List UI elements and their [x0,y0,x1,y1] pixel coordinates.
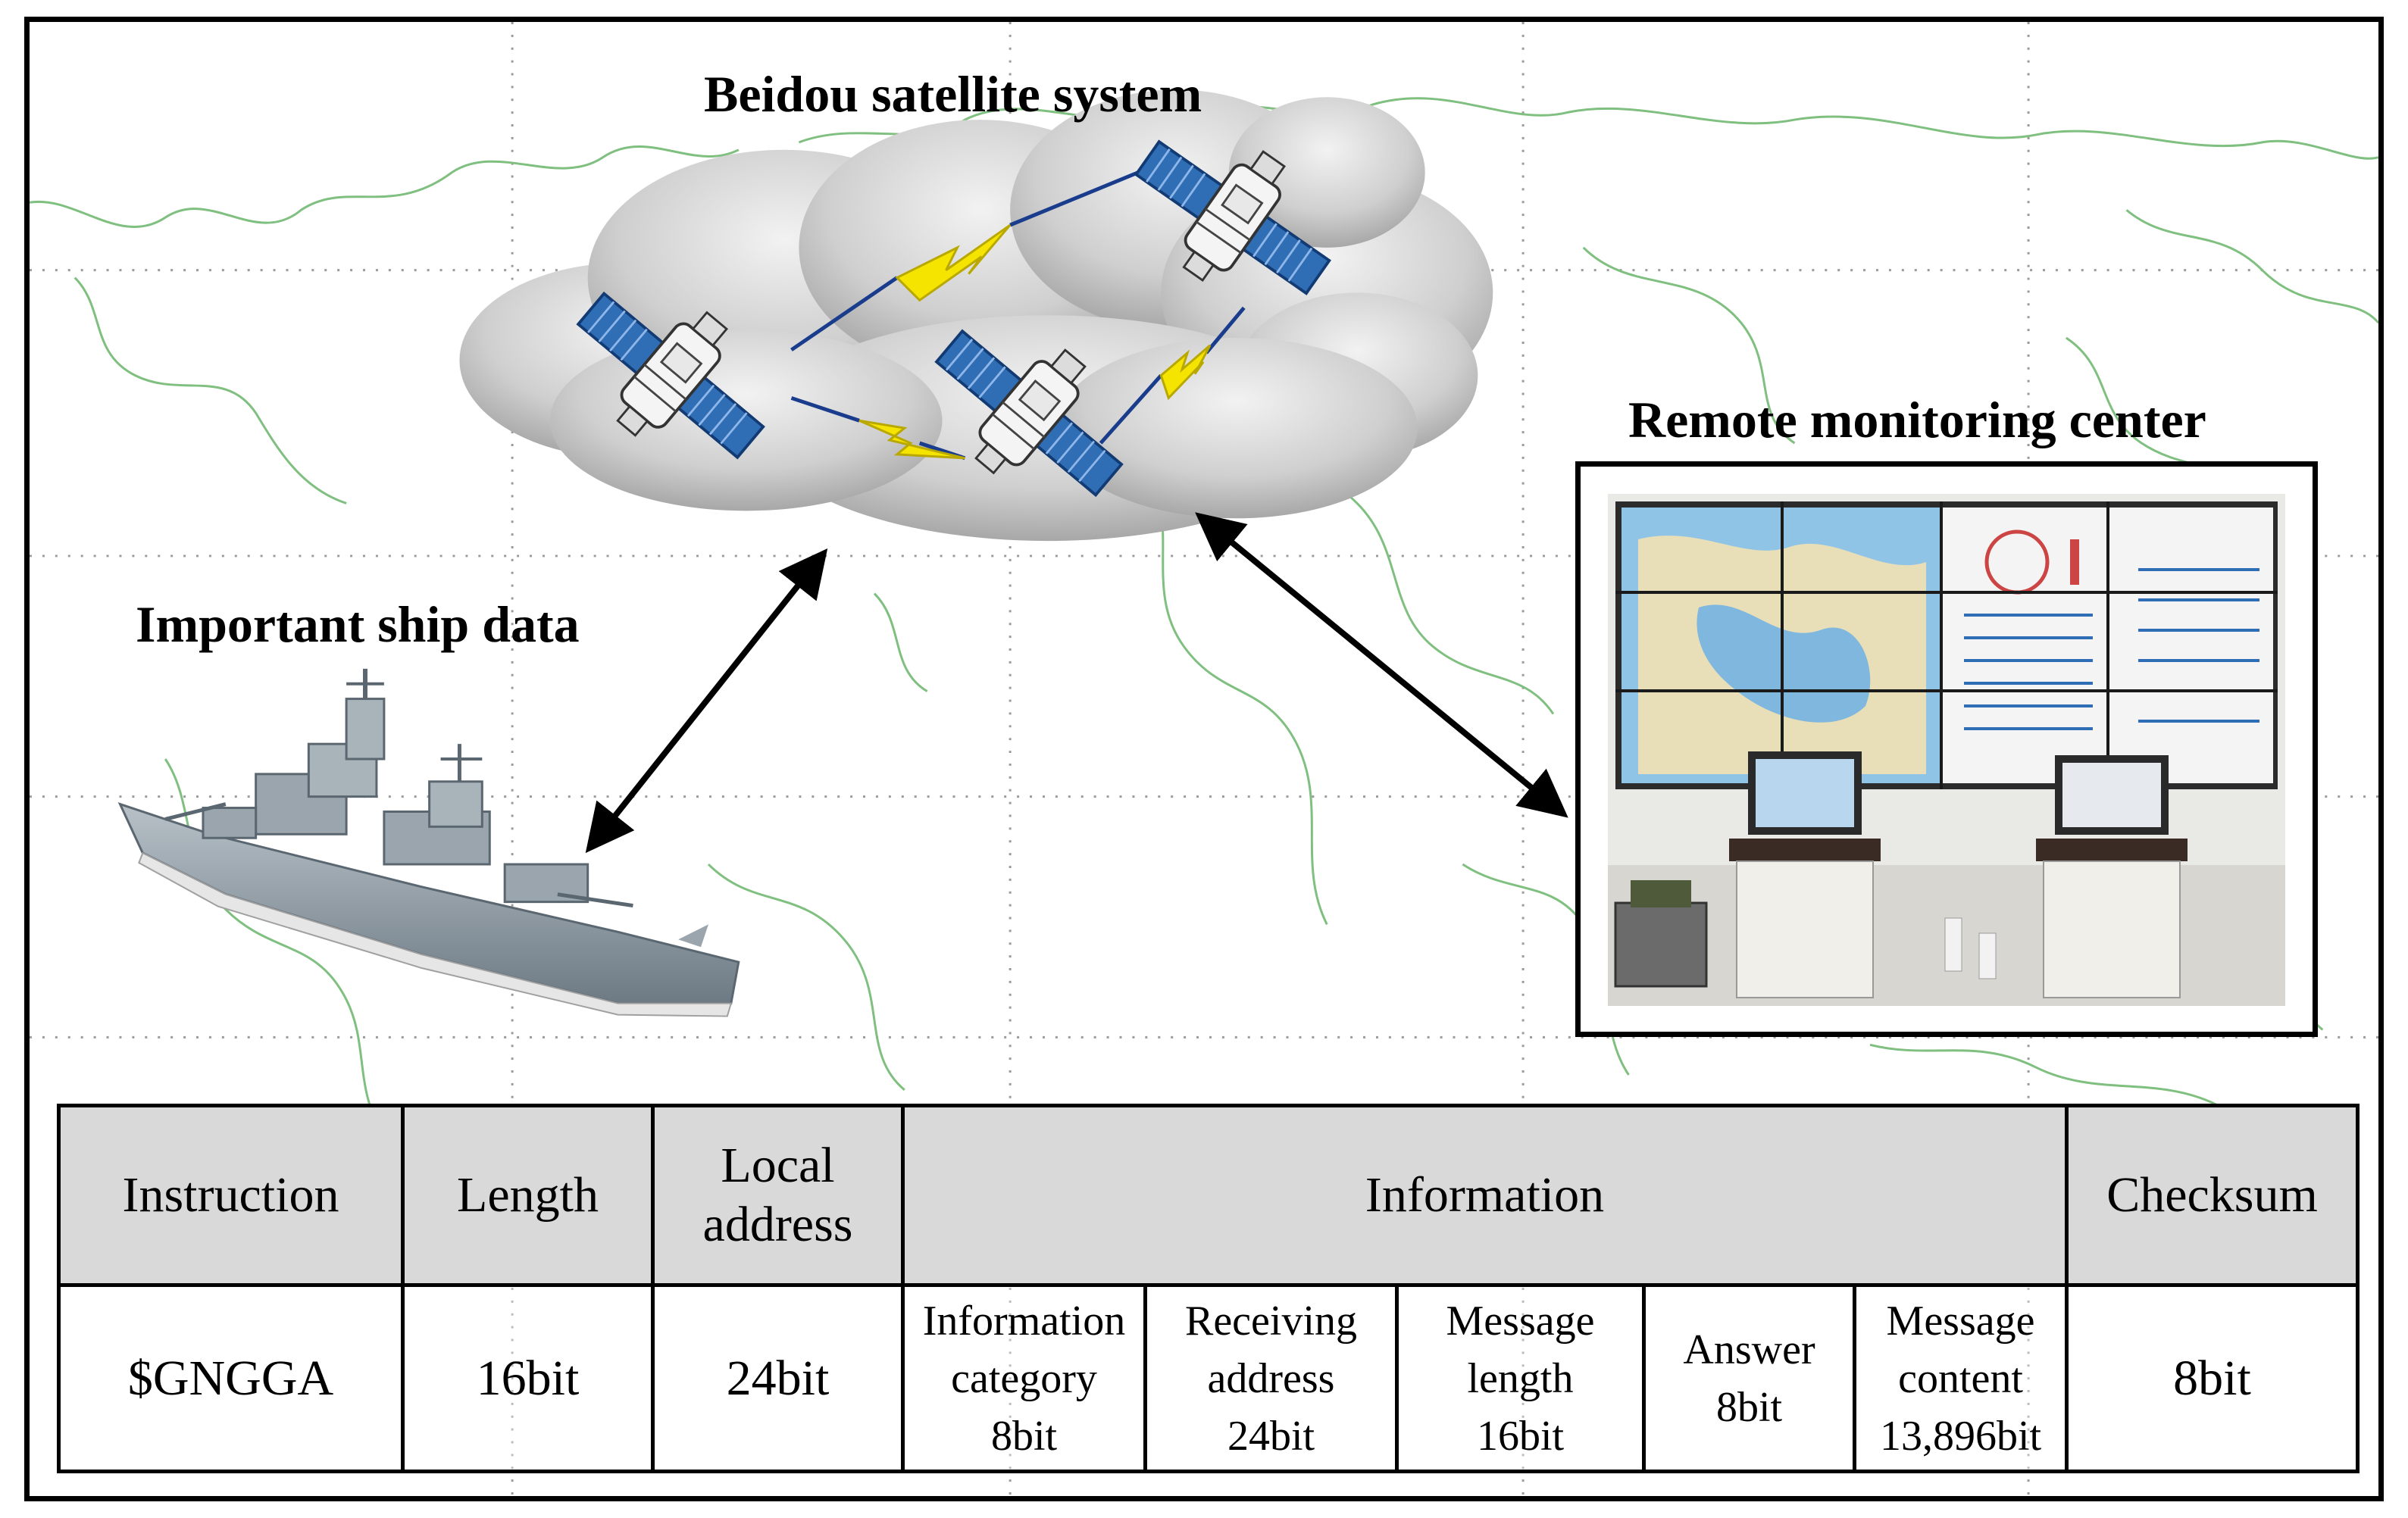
header-length: Length [401,1103,655,1288]
header-instruction: Instruction [57,1103,405,1288]
info-field-message-content: Message content 13,896bit [1852,1283,2069,1473]
header-local-address-line2: address [702,1197,853,1253]
info-field-message-length: Message length 16bit [1395,1283,1646,1473]
battleship-image [117,668,740,1017]
info-field-line: length [1467,1354,1574,1402]
monitoring-center-label: Remote monitoring center [1628,391,2206,448]
value-length: 16bit [401,1283,655,1473]
info-field-line: 24bit [1227,1412,1315,1460]
info-field-line: content [1898,1354,2023,1402]
scene-graphics [117,89,1568,1017]
table-value-row: $GNGGA 16bit 24bit Information category … [57,1283,2360,1473]
info-field-category: Information category 8bit [901,1283,1147,1473]
info-field-line: Answer [1683,1326,1815,1373]
monitoring-center-photo [1575,461,2318,1037]
header-checksum: Checksum [2065,1103,2360,1288]
value-instruction: $GNGGA [57,1283,405,1473]
info-field-line: Message [1446,1297,1595,1345]
diagram-frame: Beidou satellite system Important ship d… [24,17,2384,1501]
info-field-line: 8bit [990,1412,1058,1460]
info-field-line: category [951,1354,1097,1402]
info-field-line: Information [922,1297,1126,1345]
info-field-line: 13,896bit [1879,1412,2042,1460]
info-field-line: Receiving [1184,1297,1358,1345]
communication-arrows [585,512,1568,854]
value-checksum: 8bit [2065,1283,2360,1473]
table-header-row: Instruction Length Local address Informa… [57,1103,2360,1288]
monitoring-room-illustration [1608,494,2285,1006]
operator-console-right [2036,755,2188,998]
header-local-address-line1: Local [721,1138,835,1194]
info-field-line: address [1207,1354,1335,1402]
info-field-answer: Answer 8bit [1642,1283,1856,1473]
header-information: Information [900,1103,2069,1288]
operator-console-left [1729,751,1881,998]
info-field-line: 8bit [1715,1383,1783,1431]
ship-data-label: Important ship data [136,595,580,653]
satellite-links [790,170,1246,461]
info-field-receiving-address: Receiving address 24bit [1143,1283,1399,1473]
info-field-line: 16bit [1476,1412,1565,1460]
info-field-line: Message [1886,1297,2035,1345]
value-local-address: 24bit [651,1283,905,1473]
header-local-address: Local address [651,1103,905,1288]
frame-format-table: Instruction Length Local address Informa… [57,1103,2360,1473]
lightning-bolts [858,223,1212,460]
satellite-system-label: Beidou satellite system [704,65,1202,123]
